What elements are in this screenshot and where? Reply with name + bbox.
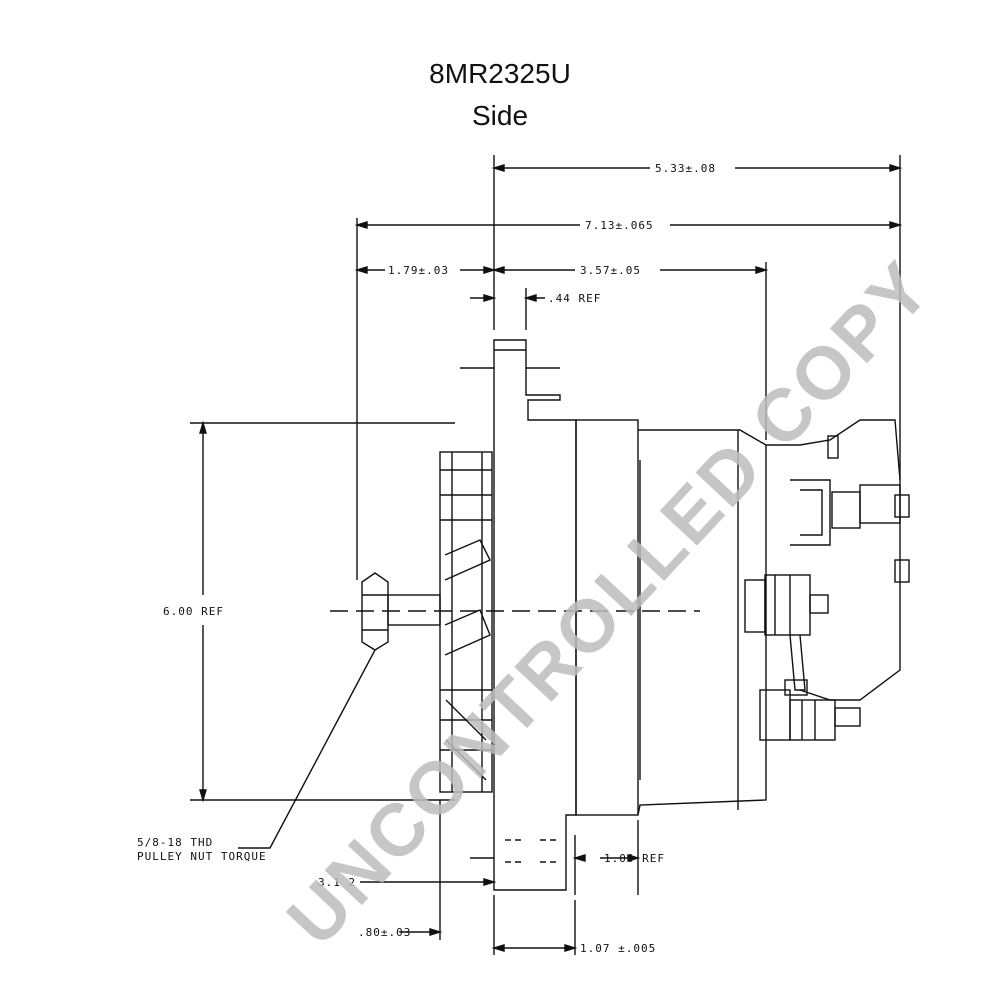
dim-ear-offset: .80±.03: [358, 926, 411, 939]
dim-front-to-flange: 1.79±.03: [388, 264, 449, 277]
dim-pulley: [190, 420, 455, 803]
rear-housing: [575, 419, 901, 816]
dim-front-ear: 3.1 2: [318, 876, 356, 889]
dim-overall-length: 7.13±.065: [585, 219, 654, 232]
dim-ear-width: 1.07 ±.005: [580, 942, 656, 955]
nut-callout-line2: PULLEY NUT TORQUE: [137, 850, 267, 863]
dim-mount-ear: 1.00 REF: [604, 852, 665, 865]
dim-lines-top: [354, 155, 903, 580]
model-title: 8MR2325U: [429, 58, 571, 89]
view-label: Side: [471, 100, 529, 131]
pulley-nut: [330, 572, 700, 651]
dim-flange-to-rear: 3.57±.05: [580, 264, 641, 277]
dim-pulley-diameter: 6.00 REF: [163, 605, 224, 618]
nut-callout-leader: [238, 649, 376, 849]
dim-overall-rear: 5.33±.08: [655, 162, 716, 175]
nut-callout-line1: 5/8-18 THD: [137, 836, 213, 849]
front-housing: [460, 339, 577, 891]
dim-lines-bottom: [360, 800, 641, 955]
dim-flange-thickness: .44 REF: [548, 292, 601, 305]
rear-terminals: [744, 435, 910, 741]
